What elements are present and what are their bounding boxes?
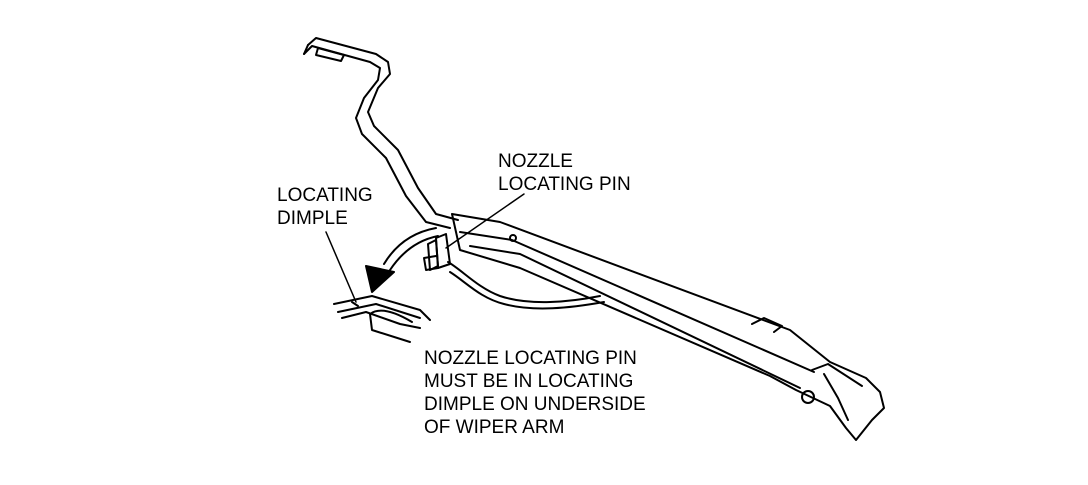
washer-nozzle (423, 233, 605, 310)
instruction-note: NOZZLE LOCATING PIN MUST BE IN LOCATING … (424, 348, 646, 438)
nozzle-locating-pin-label: NOZZLE LOCATING PIN (498, 151, 631, 195)
curved-arrow (365, 227, 439, 293)
wiper-arm-body (451, 213, 885, 441)
locating-dimple-label: LOCATING DIMPLE (277, 185, 373, 229)
leader-dimple (325, 231, 357, 303)
leader-nozzle-pin (445, 193, 525, 249)
wiper-wire-linkage (303, 37, 459, 229)
locating-dimple-detail (333, 295, 431, 343)
leader-lines (325, 193, 525, 303)
